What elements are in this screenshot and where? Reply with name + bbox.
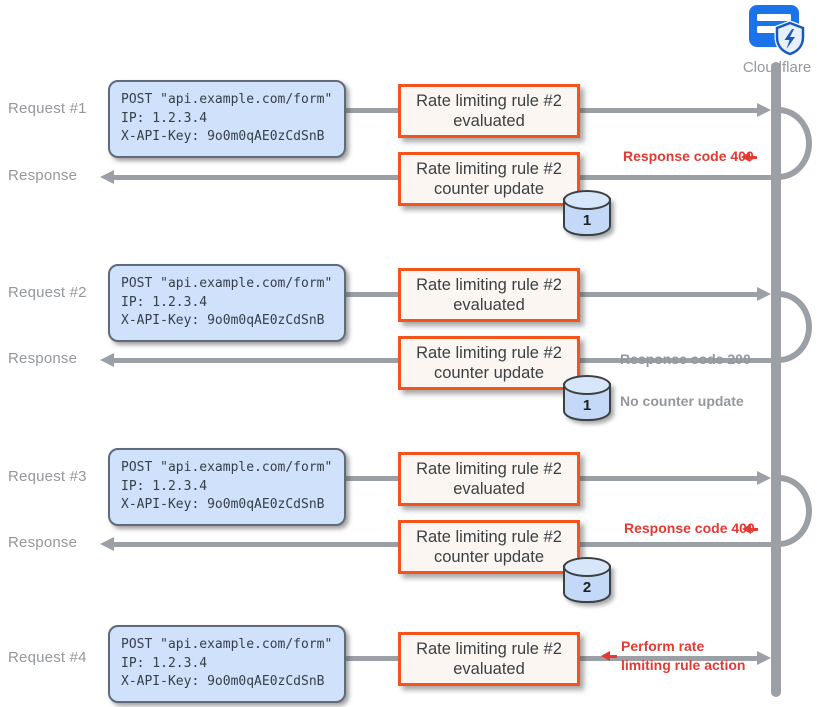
- counter-update-text-1b: counter update: [433, 180, 545, 198]
- request-line-ip: IP: 1.2.3.4: [121, 294, 208, 310]
- cylinder-top: [563, 375, 611, 395]
- ruleset-shield-icon: [741, 3, 809, 64]
- counter-value-3: 2: [582, 579, 592, 596]
- rule-evaluated-box-2: Rate limiting rule #2 evaluated: [398, 268, 580, 322]
- red-left-arrow-icon: [742, 524, 758, 534]
- lane-label-request-2: Request #2: [8, 284, 87, 301]
- rule-evaluated-text-1b: evaluated: [453, 112, 525, 130]
- counter-update-text-2a: Rate limiting rule #2: [416, 343, 562, 362]
- lane-label-response-1: Response: [8, 167, 78, 184]
- counter-cylinder-3: 2: [563, 557, 611, 605]
- request-line-ip: IP: 1.2.3.4: [121, 655, 208, 671]
- red-left-arrow-icon: [741, 152, 757, 162]
- lane-label-response-2: Response: [8, 350, 78, 367]
- request-1-arrowhead: [757, 103, 771, 117]
- lane-label-request-1: Request #1: [8, 100, 87, 117]
- rule-action-line-2: limiting rule action: [621, 657, 746, 673]
- request-line-api-key: X-API-Key: 9o0m0qAE0zCdSnB: [121, 129, 325, 145]
- request-line-api-key: X-API-Key: 9o0m0qAE0zCdSnB: [121, 674, 325, 690]
- request-line-method: POST "api.example.com/form": [121, 637, 333, 652]
- rule-evaluated-text-3a: Rate limiting rule #2: [416, 459, 562, 478]
- counter-value-2: 1: [582, 397, 592, 414]
- request-3-arrowhead: [757, 471, 771, 485]
- no-counter-update-note: No counter update: [620, 393, 744, 409]
- counter-update-text-1a: Rate limiting rule #2: [416, 159, 562, 178]
- rule-evaluated-text-1a: Rate limiting rule #2: [416, 91, 562, 110]
- request-line-method: POST "api.example.com/form": [121, 92, 333, 107]
- response-3-code-annotation: Response code 400: [624, 520, 755, 536]
- response-1-code-annotation: Response code 400: [623, 148, 754, 164]
- response-1-arrowhead: [100, 170, 114, 184]
- rule-evaluated-box-4: Rate limiting rule #2 evaluated: [398, 632, 580, 686]
- counter-update-box-3: Rate limiting rule #2 counter update: [398, 520, 580, 574]
- response-2-arrowhead: [100, 353, 114, 367]
- red-left-arrow-icon: [601, 651, 617, 661]
- rule-evaluated-text-2a: Rate limiting rule #2: [416, 275, 562, 294]
- response-3-arrowhead: [100, 537, 114, 551]
- cylinder-top: [563, 557, 611, 577]
- rule-action-line-1: Perform rate: [621, 638, 705, 654]
- counter-update-box-1: Rate limiting rule #2 counter update: [398, 152, 580, 206]
- request-line-api-key: X-API-Key: 9o0m0qAE0zCdSnB: [121, 497, 325, 513]
- rule-evaluated-box-1: Rate limiting rule #2 evaluated: [398, 84, 580, 138]
- request-3-code-box: POST "api.example.com/form" IP: 1.2.3.4 …: [108, 448, 346, 526]
- lane-label-response-3: Response: [8, 534, 78, 551]
- counter-cylinder-1: 1: [563, 190, 611, 238]
- request-line-ip: IP: 1.2.3.4: [121, 478, 208, 494]
- cylinder-top: [563, 190, 611, 210]
- rule-evaluated-text-4a: Rate limiting rule #2: [416, 639, 562, 658]
- counter-update-text-2b: counter update: [433, 364, 545, 382]
- request-4-arrowhead: [757, 651, 771, 665]
- request-line-method: POST "api.example.com/form": [121, 276, 333, 291]
- rule-evaluated-box-3: Rate limiting rule #2 evaluated: [398, 452, 580, 506]
- counter-update-text-3a: Rate limiting rule #2: [416, 527, 562, 546]
- rule-action-annotation: Perform rate limiting rule action: [621, 637, 745, 675]
- lane-label-request-3: Request #3: [8, 468, 87, 485]
- request-2-arrowhead: [757, 287, 771, 301]
- counter-value-1: 1: [582, 212, 592, 229]
- request-1-code-box: POST "api.example.com/form" IP: 1.2.3.4 …: [108, 80, 346, 158]
- counter-update-text-3b: counter update: [433, 548, 545, 566]
- response-2-code-annotation: Response code 200: [620, 351, 751, 367]
- rule-evaluated-text-3b: evaluated: [453, 480, 525, 498]
- request-4-code-box: POST "api.example.com/form" IP: 1.2.3.4 …: [108, 625, 346, 703]
- lane-label-request-4: Request #4: [8, 649, 87, 666]
- request-2-code-box: POST "api.example.com/form" IP: 1.2.3.4 …: [108, 264, 346, 342]
- rule-evaluated-text-4b: evaluated: [453, 660, 525, 678]
- request-line-ip: IP: 1.2.3.4: [121, 110, 208, 126]
- counter-cylinder-2: 1: [563, 375, 611, 423]
- request-line-method: POST "api.example.com/form": [121, 460, 333, 475]
- actor-lifeline: [771, 62, 781, 697]
- counter-update-box-2: Rate limiting rule #2 counter update: [398, 336, 580, 390]
- request-line-api-key: X-API-Key: 9o0m0qAE0zCdSnB: [121, 313, 325, 329]
- rule-evaluated-text-2b: evaluated: [453, 296, 525, 314]
